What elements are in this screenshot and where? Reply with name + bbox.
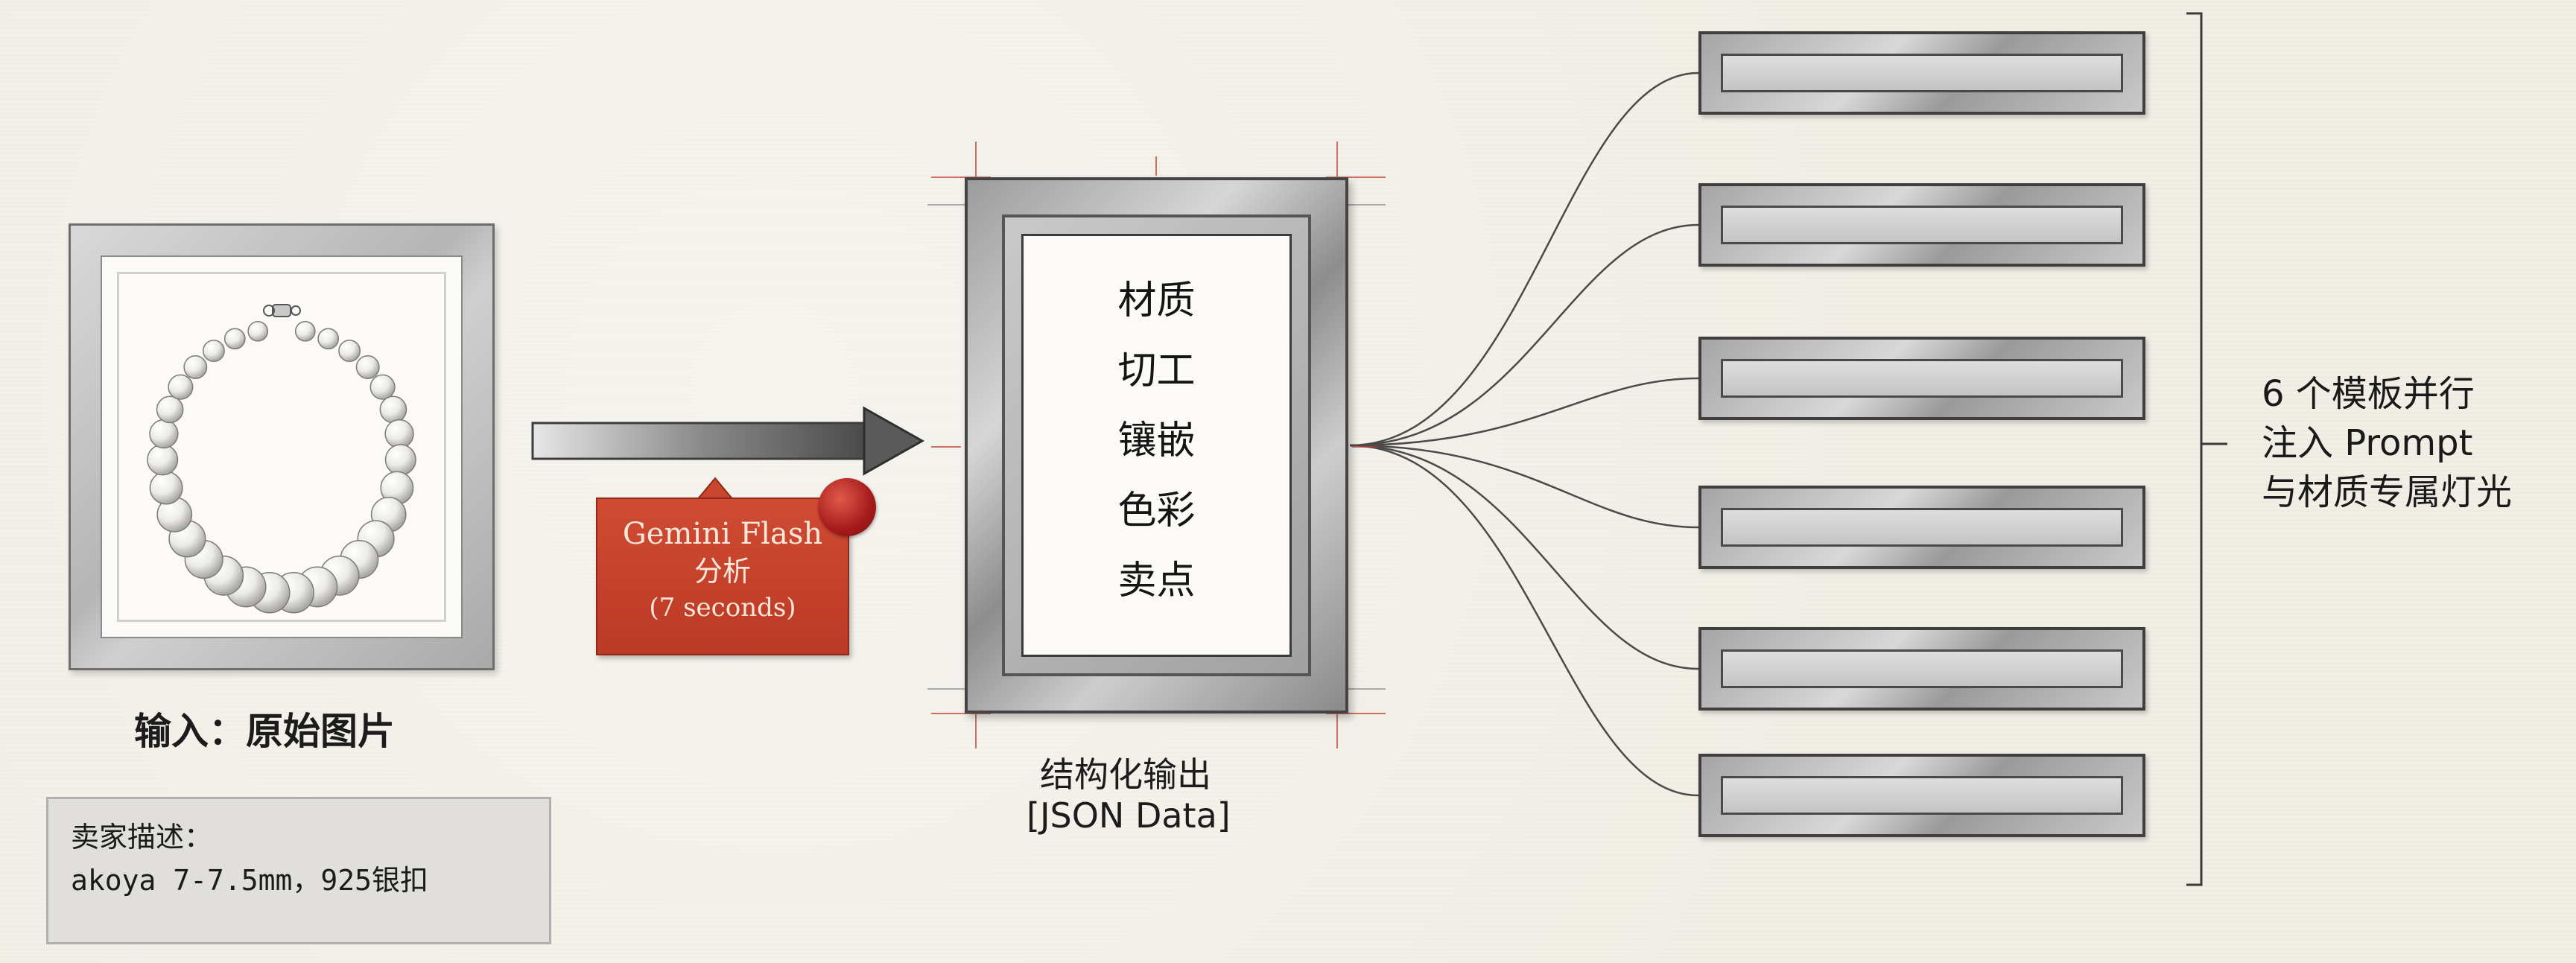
- seller-description-text: akoya 7-7.5mm，925银扣: [71, 864, 429, 897]
- template-bar-inner: [1721, 776, 2123, 815]
- attribute-color: 色彩: [1117, 489, 1196, 533]
- pearl: [384, 444, 416, 476]
- template-bar: [1698, 627, 2145, 711]
- pearl: [202, 340, 225, 363]
- right-bracket: [2186, 12, 2227, 886]
- pearl: [247, 320, 269, 342]
- template-bar-inner: [1721, 54, 2123, 92]
- pearl: [384, 419, 414, 449]
- templates-line-3: 与材质专属灯光: [2262, 471, 2513, 513]
- analysis-action: 分析: [694, 555, 751, 588]
- template-bar-inner: [1721, 359, 2123, 398]
- pearl: [149, 419, 179, 449]
- clasp-icon: [263, 304, 301, 317]
- template-bar: [1698, 486, 2145, 569]
- guide-marks: [931, 142, 1386, 749]
- pearl: [149, 471, 183, 505]
- structured-output-subcaption: [JSON Data]: [1027, 795, 1231, 836]
- pearl: [147, 444, 179, 476]
- pearl: [223, 328, 246, 350]
- templates-line-1: 6 个模板并行: [2262, 373, 2475, 415]
- attribute-panel: 材质 切工 镶嵌 色彩 卖点: [1021, 234, 1292, 657]
- template-bar-inner: [1721, 206, 2123, 244]
- attribute-selling-point: 卖点: [1117, 559, 1196, 603]
- input-caption: 输入：原始图片: [134, 710, 395, 753]
- pearl: [294, 320, 316, 342]
- input-image-frame: [69, 223, 495, 670]
- pearl: [355, 355, 380, 379]
- pearl: [338, 340, 361, 363]
- seller-description-title: 卖家描述：: [71, 821, 213, 854]
- fanout-lines: [1349, 71, 1699, 797]
- pearl: [317, 328, 340, 350]
- structured-output-caption: 结构化输出: [1040, 754, 1211, 795]
- label-notch: [697, 477, 734, 500]
- attribute-material: 材质: [1117, 279, 1196, 323]
- guide-marks-gray: [927, 204, 1386, 690]
- pearl: [183, 355, 208, 379]
- seller-description-box: 卖家描述： akoya 7-7.5mm，925银扣: [46, 797, 551, 944]
- template-bar: [1698, 754, 2145, 837]
- analysis-model: Gemini Flash: [622, 517, 823, 551]
- attribute-setting: 镶嵌: [1117, 419, 1196, 463]
- template-bar: [1698, 183, 2145, 267]
- pearl: [156, 395, 184, 424]
- template-bar-inner: [1721, 508, 2123, 547]
- pearl: [369, 374, 396, 400]
- wax-seal-icon: [818, 478, 876, 536]
- template-bar: [1698, 337, 2145, 420]
- template-bar-inner: [1721, 649, 2123, 688]
- template-bar: [1698, 31, 2145, 115]
- analysis-duration: (7 seconds): [649, 593, 796, 623]
- attribute-list: 材质 切工 镶嵌 色彩 卖点: [1024, 266, 1289, 616]
- templates-description: 6 个模板并行 注入 Prompt 与材质专属灯光: [2262, 369, 2512, 517]
- templates-line-2: 注入 Prompt: [2262, 422, 2473, 464]
- analysis-label: Gemini Flash 分析 (7 seconds): [596, 498, 849, 655]
- frame-mat-inner: [117, 272, 446, 622]
- structured-output-frame: 材质 切工 镶嵌 色彩 卖点: [965, 177, 1348, 713]
- pearl: [168, 374, 194, 400]
- pearl-necklace-icon: [147, 304, 416, 614]
- attribute-cut: 切工: [1117, 349, 1196, 393]
- input-arrow: [531, 406, 925, 476]
- pearl: [379, 395, 407, 424]
